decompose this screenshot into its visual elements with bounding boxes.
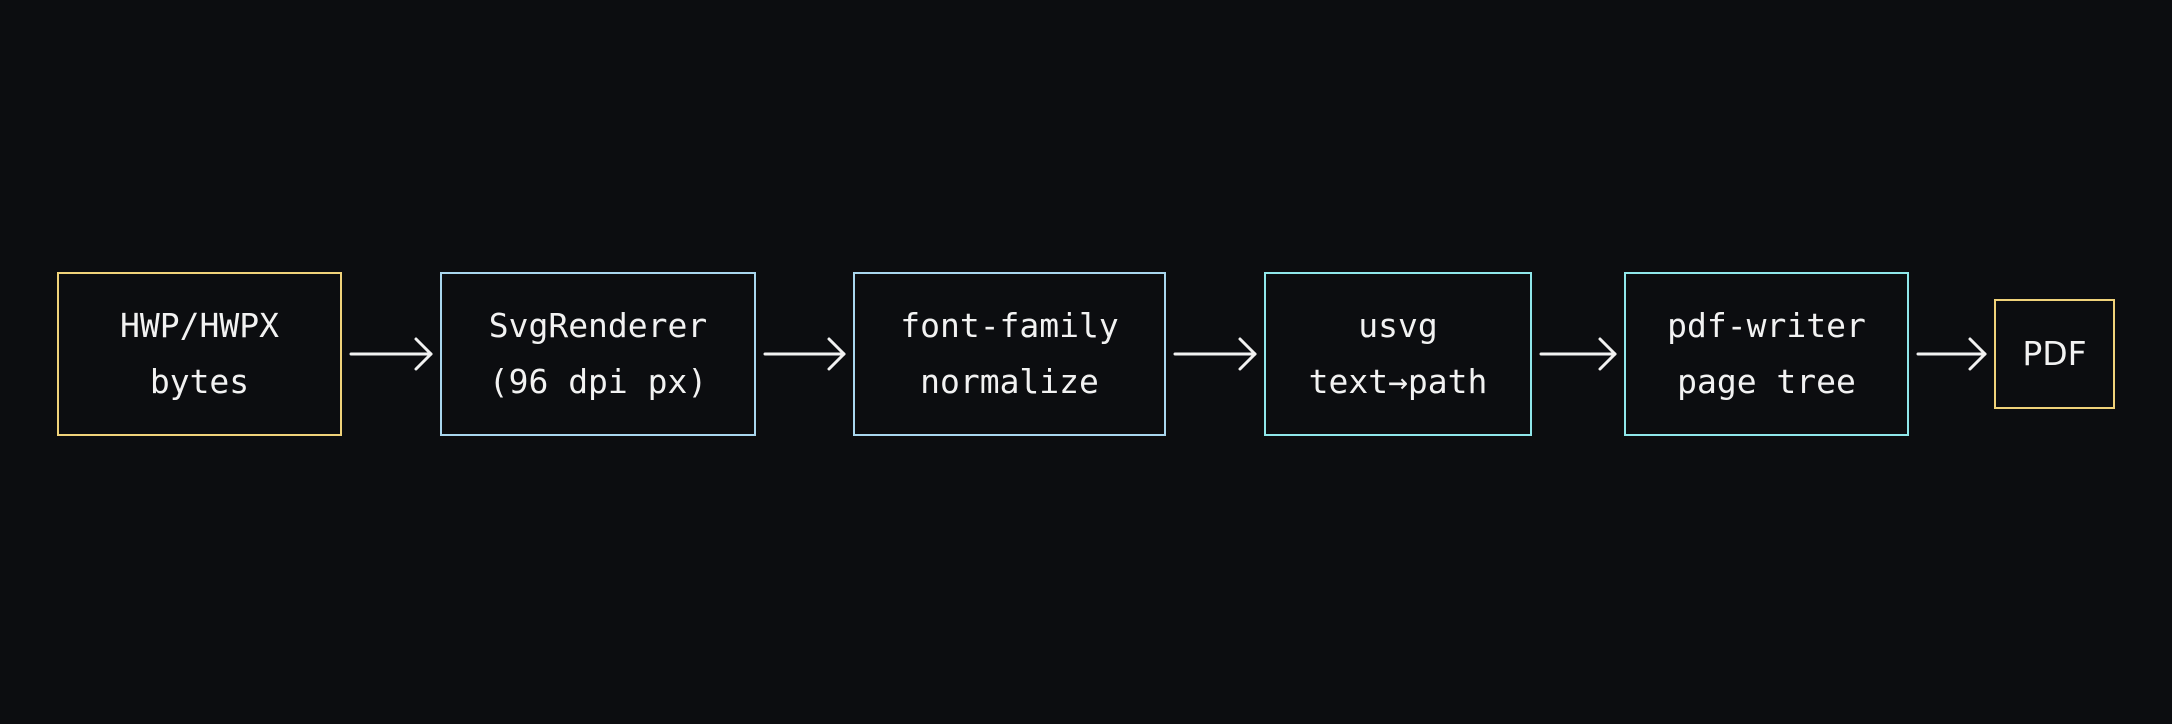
font-family-node-line-2: normalize	[920, 362, 1099, 401]
input-node-line-1: HWP/HWPX	[120, 306, 279, 345]
arrow-icon	[1539, 337, 1617, 371]
arrow-icon	[763, 337, 846, 371]
usvg-node-line-2: text→path	[1308, 362, 1488, 401]
pdf-writer-node-line-2: page tree	[1677, 362, 1856, 401]
arrow-head	[1598, 337, 1617, 371]
usvg-node: usvg text→path	[1264, 272, 1532, 436]
output-node: PDF	[1994, 299, 2115, 409]
pdf-writer-node: pdf-writer page tree	[1624, 272, 1909, 436]
input-node: HWP/HWPX bytes	[57, 272, 342, 436]
input-node-line-2: bytes	[149, 362, 250, 401]
font-family-node: font-family normalize	[853, 272, 1166, 436]
svg-renderer-node-line-2: (96 dpi px)	[488, 362, 708, 401]
arrow-head	[1238, 337, 1257, 371]
arrow-icon	[349, 337, 433, 371]
font-family-node-line-1: font-family	[900, 306, 1119, 345]
arrow-icon	[1916, 337, 1987, 371]
arrow-head	[827, 337, 846, 371]
usvg-node-line-1: usvg	[1358, 306, 1438, 345]
svg-renderer-node: SvgRenderer (96 dpi px)	[440, 272, 756, 436]
pdf-writer-node-line-1: pdf-writer	[1667, 306, 1866, 345]
output-node-line-1: PDF	[2022, 334, 2087, 373]
arrow-icon	[1173, 337, 1257, 371]
arrow-head	[1968, 337, 1987, 371]
arrow-head	[414, 337, 433, 371]
svg-renderer-node-line-1: SvgRenderer	[488, 306, 708, 345]
